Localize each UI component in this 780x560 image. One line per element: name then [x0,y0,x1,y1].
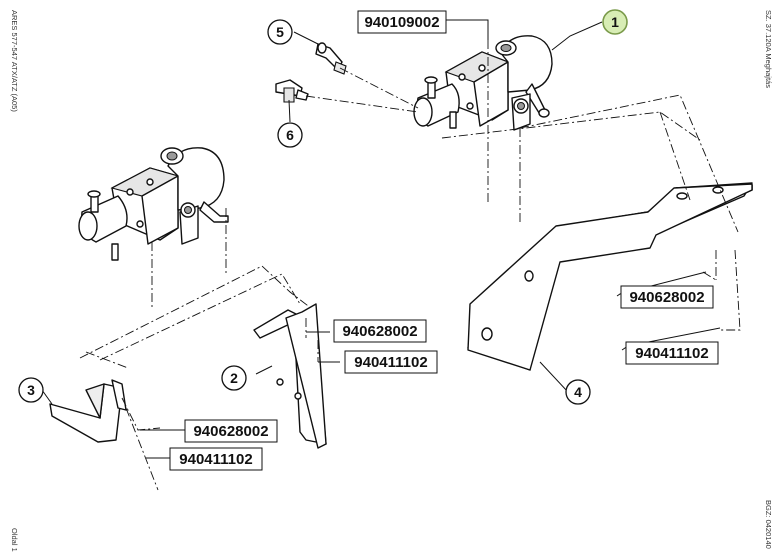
part-number-left-a[interactable]: 940628002 [333,319,427,343]
callout-6[interactable]: 6 [277,122,303,148]
elbow-fitting [315,42,347,75]
page-label: Oldal 1 [10,528,19,552]
svg-text:940628002: 940628002 [629,289,704,306]
svg-text:4: 4 [574,384,582,400]
part-number-right-a[interactable]: 940628002 [620,285,714,309]
callout-3[interactable]: 3 [18,377,44,403]
part-number-left-b[interactable]: 940411102 [344,350,438,374]
valve-assembly-top [413,35,553,131]
part-number-left-d[interactable]: 940411102 [169,447,263,471]
section-label: SZ. 37.120A Meghajtás [764,10,773,88]
tee-fitting [275,79,309,103]
bracket-part-4 [467,182,753,371]
svg-text:1: 1 [611,14,619,30]
svg-text:5: 5 [276,24,284,40]
callout-1[interactable]: 1 [602,9,628,35]
callout-2[interactable]: 2 [221,365,247,391]
callout-4[interactable]: 4 [565,379,591,405]
svg-text:940109002: 940109002 [364,14,439,31]
callout-5[interactable]: 5 [267,19,293,45]
svg-text:940411102: 940411102 [635,345,708,362]
part-number-right-b[interactable]: 940411102 [625,341,719,365]
bracket-part-2 [253,303,327,449]
svg-text:3: 3 [27,382,35,398]
code-label: BGZ: 0420140 [764,500,773,549]
svg-text:940628002: 940628002 [193,423,268,440]
svg-text:940628002: 940628002 [342,323,417,340]
part-number-940109002[interactable]: 940109002 [357,10,447,34]
catalog-ref-label: ARES 577-547 ATX/ATZ (A05) [10,10,19,112]
valve-assembly-left [78,147,229,261]
svg-text:6: 6 [286,127,294,143]
svg-text:2: 2 [230,370,238,386]
svg-text:940411102: 940411102 [354,354,427,371]
bracket-part-3 [49,379,127,443]
svg-text:940411102: 940411102 [179,451,252,468]
part-number-left-c[interactable]: 940628002 [184,419,278,443]
